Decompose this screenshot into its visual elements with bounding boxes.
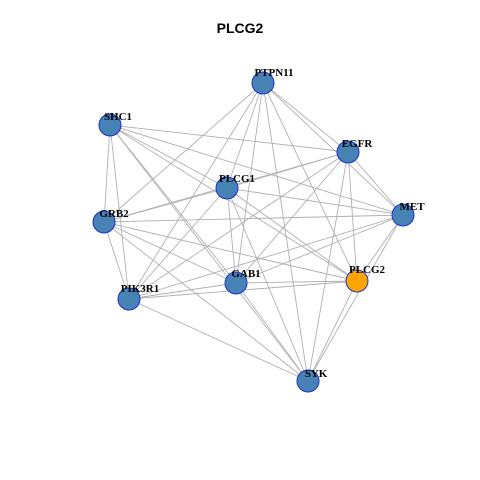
edge-shc1-plcg1 bbox=[109, 124, 228, 189]
edge-grb2-syk bbox=[103, 221, 309, 382]
node-circle-grb2 bbox=[92, 210, 116, 234]
node-shc1: SHC1 bbox=[98, 111, 132, 137]
edge-plcg1-met bbox=[226, 187, 404, 216]
edge-egfr-syk bbox=[307, 151, 349, 382]
edge-grb2-pik3r1 bbox=[103, 221, 130, 300]
edge-shc1-pik3r1 bbox=[109, 124, 130, 300]
node-label-grb2: GRB2 bbox=[99, 208, 129, 220]
edge-ptpn11-syk bbox=[262, 82, 309, 382]
node-label-pik3r1: PIK3R1 bbox=[121, 283, 160, 295]
edge-plcg2-syk bbox=[307, 280, 358, 382]
edges-layer bbox=[103, 82, 404, 382]
edge-ptpn11-plcg2 bbox=[262, 82, 358, 282]
edge-shc1-grb2 bbox=[103, 124, 111, 223]
node-gab1: GAB1 bbox=[224, 268, 261, 295]
edge-shc1-egfr bbox=[109, 124, 349, 153]
edge-grb2-gab1 bbox=[103, 221, 237, 284]
edge-pik3r1-syk bbox=[128, 298, 309, 382]
edge-met-pik3r1 bbox=[128, 214, 404, 300]
node-egfr: EGFR bbox=[336, 138, 374, 164]
edge-ptpn11-gab1 bbox=[235, 82, 264, 284]
node-label-shc1: SHC1 bbox=[104, 111, 132, 123]
node-grb2: GRB2 bbox=[92, 208, 129, 234]
node-pik3r1: PIK3R1 bbox=[117, 283, 160, 311]
node-circle-syk bbox=[296, 369, 320, 393]
edge-gab1-syk bbox=[235, 282, 309, 382]
node-circle-shc1 bbox=[98, 113, 122, 137]
edge-ptpn11-grb2 bbox=[103, 82, 264, 223]
node-label-gab1: GAB1 bbox=[231, 268, 260, 280]
edge-plcg1-gab1 bbox=[226, 187, 237, 284]
edge-met-syk bbox=[307, 214, 404, 382]
edge-ptpn11-pik3r1 bbox=[128, 82, 264, 300]
node-label-ptpn11: PTPN11 bbox=[254, 67, 293, 79]
node-label-plcg1: PLCG1 bbox=[219, 173, 255, 185]
edge-plcg1-pik3r1 bbox=[128, 187, 228, 300]
edge-met-grb2 bbox=[103, 214, 404, 223]
node-circle-plcg1 bbox=[215, 176, 239, 200]
edge-met-plcg2 bbox=[356, 214, 404, 282]
edge-shc1-gab1 bbox=[109, 124, 237, 284]
edge-shc1-syk bbox=[109, 124, 309, 382]
edge-ptpn11-plcg1 bbox=[226, 82, 264, 189]
edge-plcg1-plcg2 bbox=[226, 187, 358, 282]
graph-title: PLCG2 bbox=[216, 20, 264, 36]
edge-gab1-plcg2 bbox=[235, 280, 358, 284]
edge-gab1-pik3r1 bbox=[128, 282, 237, 300]
edge-egfr-met bbox=[347, 151, 404, 216]
node-circle-egfr bbox=[336, 140, 360, 164]
node-circle-plcg2 bbox=[345, 269, 369, 293]
node-circle-gab1 bbox=[224, 271, 248, 295]
edge-ptpn11-met bbox=[262, 82, 404, 216]
edge-grb2-plcg2 bbox=[103, 221, 358, 282]
edge-met-gab1 bbox=[235, 214, 404, 284]
node-label-syk: SYK bbox=[305, 368, 328, 380]
node-circle-pik3r1 bbox=[117, 287, 141, 311]
node-plcg2: PLCG2 bbox=[345, 264, 386, 293]
edge-shc1-met bbox=[109, 124, 404, 216]
node-circle-met bbox=[391, 203, 415, 227]
edge-egfr-pik3r1 bbox=[128, 151, 349, 300]
edge-ptpn11-egfr bbox=[262, 82, 349, 153]
node-label-met: MET bbox=[399, 201, 425, 213]
edge-plcg1-grb2 bbox=[103, 187, 228, 223]
node-syk: SYK bbox=[296, 368, 328, 393]
edge-plcg1-syk bbox=[226, 187, 309, 382]
node-label-plcg2: PLCG2 bbox=[349, 264, 386, 276]
node-circle-ptpn11 bbox=[251, 71, 275, 95]
node-ptpn11: PTPN11 bbox=[251, 67, 294, 95]
node-label-egfr: EGFR bbox=[342, 138, 374, 150]
node-plcg1: PLCG1 bbox=[215, 173, 255, 200]
node-met: MET bbox=[391, 201, 425, 227]
